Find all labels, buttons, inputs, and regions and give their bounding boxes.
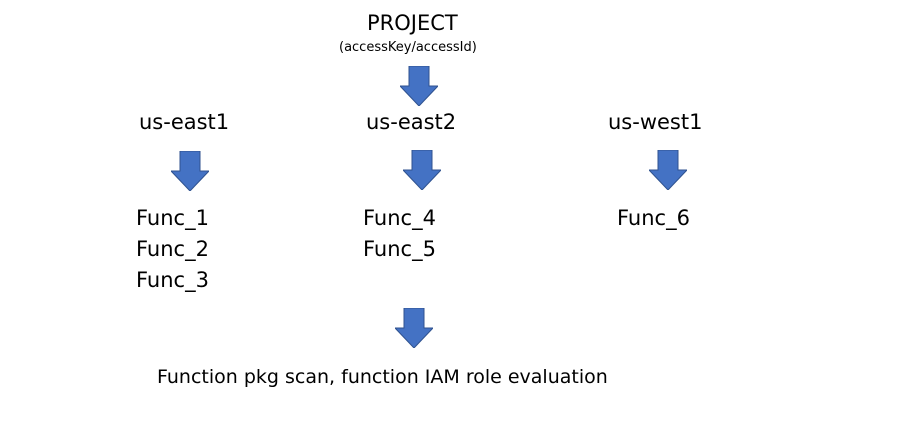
down-arrow-icon — [395, 308, 433, 348]
project-credentials-subtitle: (accessKey/accessId) — [339, 40, 477, 55]
function-item: Func_6 — [617, 206, 690, 230]
down-arrow-icon — [403, 150, 441, 190]
function-item: Func_5 — [363, 237, 436, 261]
function-item: Func_2 — [136, 237, 209, 261]
region-us-west1: us-west1 — [608, 110, 703, 134]
project-title: PROJECT — [367, 11, 458, 35]
region-us-east2: us-east2 — [366, 110, 457, 134]
function-item: Func_4 — [363, 206, 436, 230]
down-arrow-icon — [649, 150, 687, 190]
region-us-east1: us-east1 — [139, 110, 230, 134]
function-item: Func_1 — [136, 206, 209, 230]
result-description: Function pkg scan, function IAM role eva… — [157, 366, 608, 388]
function-item: Func_3 — [136, 268, 209, 292]
down-arrow-icon — [171, 151, 209, 191]
down-arrow-icon — [400, 66, 438, 106]
